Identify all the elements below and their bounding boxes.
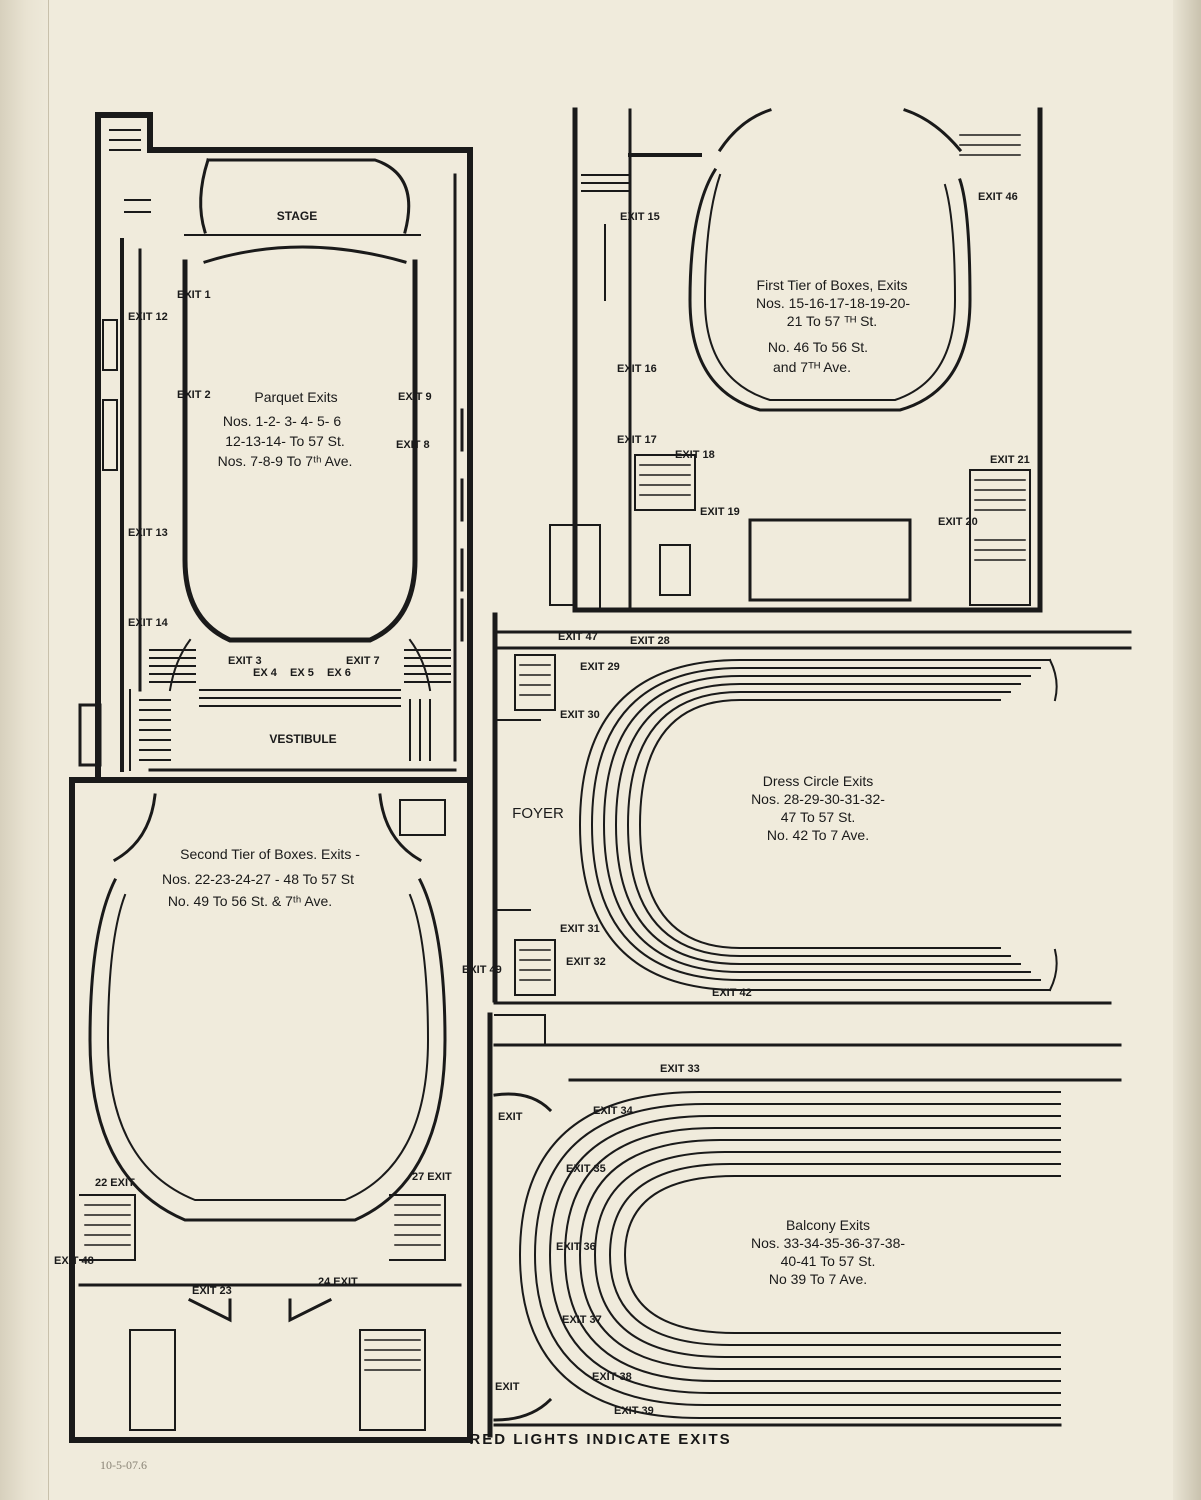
exit-8-label: EXIT 8 <box>396 439 430 451</box>
first-tier-note-line2: Nos. 15-16-17-18-19-20- <box>756 295 910 311</box>
exit-5-label: EX 5 <box>290 667 314 679</box>
exit-3-label: EXIT 3 <box>228 655 262 667</box>
parquet-note-line3: Nos. 7-8-9 To 7ᵗʰ Ave. <box>218 453 353 469</box>
balcony-note-line4: No 39 To 7 Ave. <box>769 1271 867 1287</box>
exit-15-label: EXIT 15 <box>620 211 660 223</box>
exit-33-label: EXIT 33 <box>660 1063 700 1075</box>
first-tier-note-line1: First Tier of Boxes, Exits <box>757 277 908 293</box>
first-tier-note-line5: and 7ᵀᴴ Ave. <box>773 359 851 375</box>
second-tier-note-line3: No. 49 To 56 St. & 7ᵗʰ Ave. <box>168 893 332 909</box>
exit-37-label: EXIT 37 <box>562 1314 602 1326</box>
footer-caption: RED LIGHTS INDICATE EXITS <box>469 1431 732 1448</box>
exit-27-label: 27 EXIT <box>412 1171 452 1183</box>
exit-9-label: EXIT 9 <box>398 391 432 403</box>
first-tier-note-line4: No. 46 To 56 St. <box>768 339 868 355</box>
exit-47-label: EXIT 47 <box>558 631 598 643</box>
balcony-note-line1: Balcony Exits <box>786 1217 870 1233</box>
exit-28-label: EXIT 28 <box>630 635 670 647</box>
second-tier-plan <box>69 777 473 1443</box>
foyer-label: FOYER <box>512 805 564 822</box>
exit-48-label: EXIT 48 <box>54 1255 94 1267</box>
exit-22-label: 22 EXIT <box>95 1177 135 1189</box>
vestibule-label: VESTIBULE <box>269 732 336 746</box>
parquet-note-line2: 12-13-14- To 57 St. <box>225 433 345 449</box>
dress-circle-note-line2: Nos. 28-29-30-31-32- <box>751 791 885 807</box>
exit-31-label: EXIT 31 <box>560 923 600 935</box>
exit-17-label: EXIT 17 <box>617 434 657 446</box>
balcony-plan <box>487 1012 1122 1438</box>
exit-29-label: EXIT 29 <box>580 661 620 673</box>
page-right-edge <box>1173 0 1201 1500</box>
balcony-note-line2: Nos. 33-34-35-36-37-38- <box>751 1235 905 1251</box>
stage-label: STAGE <box>277 209 317 223</box>
accession-number: 10-5-07.6 <box>100 1458 147 1472</box>
exit-2-label: EXIT 2 <box>177 389 211 401</box>
first-tier-plan <box>549 107 1043 613</box>
exit-12-label: EXIT 12 <box>128 311 168 323</box>
dress-circle-plan <box>492 612 1132 1005</box>
exit-24-label: 24 EXIT <box>318 1276 358 1288</box>
exit-4-label: EX 4 <box>253 667 278 679</box>
exit-7-label: EXIT 7 <box>346 655 380 667</box>
exit-1-label: EXIT 1 <box>177 289 211 301</box>
dress-circle-note-line4: No. 42 To 7 Ave. <box>767 827 869 843</box>
balcony-exit-bottom-label: EXIT <box>495 1381 520 1393</box>
second-tier-note-line2: Nos. 22-23-24-27 - 48 To 57 St <box>162 871 354 887</box>
exit-49-label: EXIT 49 <box>462 964 502 976</box>
balcony-note-line3: 40-41 To 57 St. <box>781 1253 876 1269</box>
first-tier-note-line3: 21 To 57 ᵀᴴ St. <box>787 313 877 329</box>
exit-32-label: EXIT 32 <box>566 956 606 968</box>
second-tier-note-line1: Second Tier of Boxes. Exits - <box>180 846 360 862</box>
exit-46-label: EXIT 46 <box>978 191 1018 203</box>
dress-circle-note-line3: 47 To 57 St. <box>781 809 855 825</box>
exit-23-label: EXIT 23 <box>192 1285 232 1297</box>
exit-30-label: EXIT 30 <box>560 709 600 721</box>
exit-39-label: EXIT 39 <box>614 1405 654 1417</box>
binding-edge <box>0 0 49 1500</box>
exit-18-label: EXIT 18 <box>675 449 715 461</box>
exit-20-label: EXIT 20 <box>938 516 978 528</box>
parquet-plan <box>69 112 473 783</box>
exit-42-label: EXIT 42 <box>712 987 752 999</box>
exit-35-label: EXIT 35 <box>566 1163 606 1175</box>
exit-13-label: EXIT 13 <box>128 527 168 539</box>
exit-21-label: EXIT 21 <box>990 454 1030 466</box>
parquet-note-line1: Nos. 1-2- 3- 4- 5- 6 <box>223 413 341 429</box>
balcony-exit-top-label: EXIT <box>498 1111 523 1123</box>
exit-36-label: EXIT 36 <box>556 1241 596 1253</box>
exit-6-label: EX 6 <box>327 667 351 679</box>
exit-19-label: EXIT 19 <box>700 506 740 518</box>
parquet-note-title: Parquet Exits <box>254 389 337 405</box>
exit-38-label: EXIT 38 <box>592 1371 632 1383</box>
exit-16-label: EXIT 16 <box>617 363 657 375</box>
exit-34-label: EXIT 34 <box>593 1105 634 1117</box>
dress-circle-note-line1: Dress Circle Exits <box>763 773 873 789</box>
exit-14-label: EXIT 14 <box>128 617 169 629</box>
